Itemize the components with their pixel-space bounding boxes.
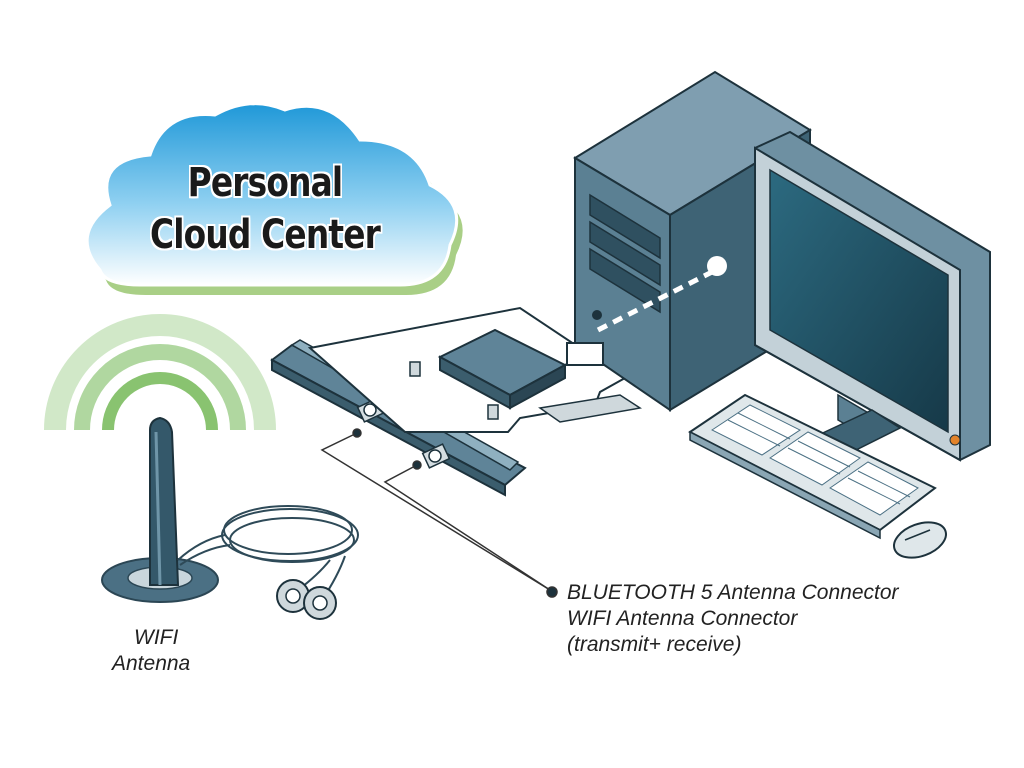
connector-label-line1: BLUETOOTH 5 Antenna Connector	[567, 581, 899, 604]
wifi-antenna-label-line2: Antenna	[112, 652, 191, 675]
wifi-antenna-label-line1: WIFI	[134, 626, 179, 649]
wifi-antenna-icon	[101, 416, 219, 603]
connector-label: BLUETOOTH 5 Antenna Connector WIFI Anten…	[567, 580, 1007, 658]
wifi-signal-icon	[44, 314, 276, 431]
connector-leader-lines	[320, 428, 558, 598]
antenna-plug-icon	[276, 579, 337, 620]
cloud-title-line1: Personal	[187, 160, 344, 206]
connector-label-line3: (transmit+ receive)	[567, 633, 742, 656]
cloud-title-line2: Cloud Center	[149, 212, 381, 258]
cloud-icon	[85, 102, 463, 295]
keyboard-icon	[688, 393, 937, 540]
insertion-indicator	[596, 256, 727, 333]
mouse-icon	[893, 521, 947, 559]
pcie-card-icon	[270, 306, 643, 497]
wifi-antenna-label: WIFI Antenna	[112, 625, 232, 677]
connector-label-line2: WIFI Antenna Connector	[567, 607, 798, 630]
monitor-icon	[754, 130, 991, 462]
